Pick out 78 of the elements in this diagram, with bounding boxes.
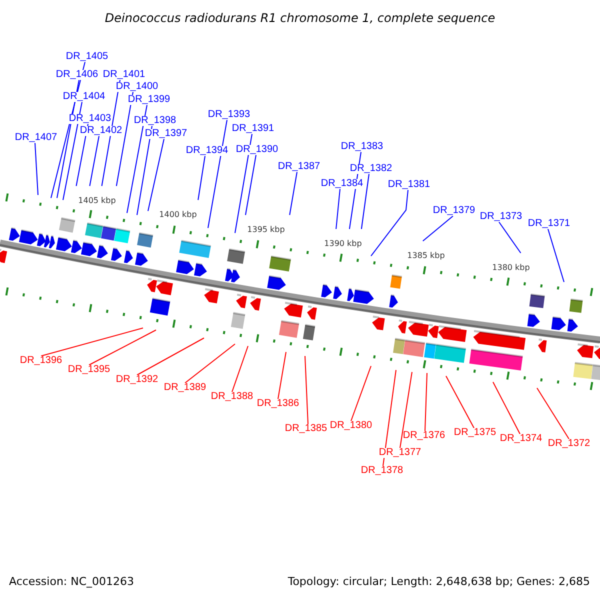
gene-label: DR_1391: [232, 124, 274, 134]
gene-label: DR_1375: [454, 428, 496, 438]
leader-line: [350, 366, 372, 422]
leader-line: [116, 92, 134, 186]
gene-label: DR_1376: [402, 431, 446, 441]
gene-label: DR_1379: [432, 206, 476, 216]
gene-label: DR_1403: [68, 114, 112, 124]
leader-line: [336, 188, 340, 230]
gene-label: DR_1396: [20, 356, 62, 366]
leader-line: [245, 154, 256, 216]
scale-label: 1405 kbp: [78, 197, 116, 205]
leader-line: [136, 338, 204, 376]
gene-label: DR_1390: [236, 145, 278, 155]
leader-line: [88, 330, 156, 366]
scale-label: 1390 kbp: [324, 240, 362, 248]
gene-label: DR_1393: [208, 110, 250, 120]
leader-line: [34, 142, 38, 196]
gene-label: DR_1381: [388, 180, 430, 190]
leader-line: [40, 328, 144, 356]
gene-label: DR_1380: [330, 421, 372, 431]
leader-line: [304, 356, 308, 424]
gene-label: DR_1386: [256, 399, 300, 409]
leader-line: [446, 376, 474, 428]
leader-line: [136, 126, 152, 216]
scale-label: 1385 kbp: [407, 252, 445, 260]
gene-label: DR_1377: [378, 448, 422, 458]
leader-line: [400, 372, 412, 448]
leader-line: [289, 172, 298, 216]
leader-line: [278, 352, 286, 400]
leader-line: [498, 222, 522, 254]
gene-label: DR_1387: [278, 162, 320, 172]
leader-line: [234, 134, 252, 234]
gene-label: DR_1398: [134, 116, 176, 126]
gene-label: DR_1406: [56, 70, 98, 80]
leader-line: [184, 344, 236, 384]
accession-text: Accession: NC_001263: [9, 576, 134, 586]
leader-line: [422, 216, 454, 242]
leader-line: [370, 190, 408, 256]
gene-label: DR_1389: [164, 383, 206, 393]
gene-label: DR_1400: [116, 82, 158, 92]
scale-label: 1400 kbp: [159, 211, 197, 219]
gene-label: DR_1378: [360, 466, 404, 476]
gene-label: DR_1402: [80, 126, 122, 136]
gene-label: DR_1388: [210, 392, 254, 402]
gene-label: DR_1395: [68, 365, 110, 375]
gene-label: DR_1382: [350, 164, 392, 174]
gene-label: DR_1399: [128, 95, 170, 105]
title: Deinococcus radiodurans R1 chromosome 1, complete sequence: [104, 12, 496, 24]
gene-label: DR_1371: [528, 219, 570, 229]
gene-label: DR_1385: [284, 424, 328, 434]
gene-label: DR_1397: [144, 129, 188, 139]
leader-line: [492, 382, 520, 434]
leader-line: [536, 388, 570, 440]
gene-label: DR_1394: [186, 146, 228, 156]
gene-label: DR_1374: [500, 434, 542, 444]
gene-label: DR_1372: [548, 439, 590, 449]
leader-line: [360, 174, 370, 230]
leader-line: [424, 372, 428, 432]
gene-label: DR_1384: [320, 179, 364, 189]
scale-label: 1395 kbp: [247, 226, 285, 234]
leader-line: [232, 346, 248, 392]
leader-line: [148, 138, 164, 212]
gene-label: DR_1404: [62, 92, 106, 102]
leader-line: [548, 228, 564, 282]
gene-label: DR_1383: [340, 142, 384, 152]
leader-line: [62, 102, 82, 200]
leader-line: [126, 104, 148, 214]
gene-label: DR_1407: [14, 133, 58, 143]
scale-label: 1380 kbp: [492, 264, 530, 272]
gene-label: DR_1405: [66, 52, 108, 62]
leader-line: [382, 370, 396, 466]
leader-line: [208, 120, 228, 228]
leader-line: [89, 136, 100, 186]
gene-label: DR_1401: [102, 70, 146, 80]
gene-label: DR_1392: [116, 375, 158, 385]
summary-text: Topology: circular; Length: 2,648,638 bp; Genes: 2,685: [288, 576, 590, 586]
leader-line: [198, 156, 206, 200]
gene-label: DR_1373: [480, 212, 522, 222]
